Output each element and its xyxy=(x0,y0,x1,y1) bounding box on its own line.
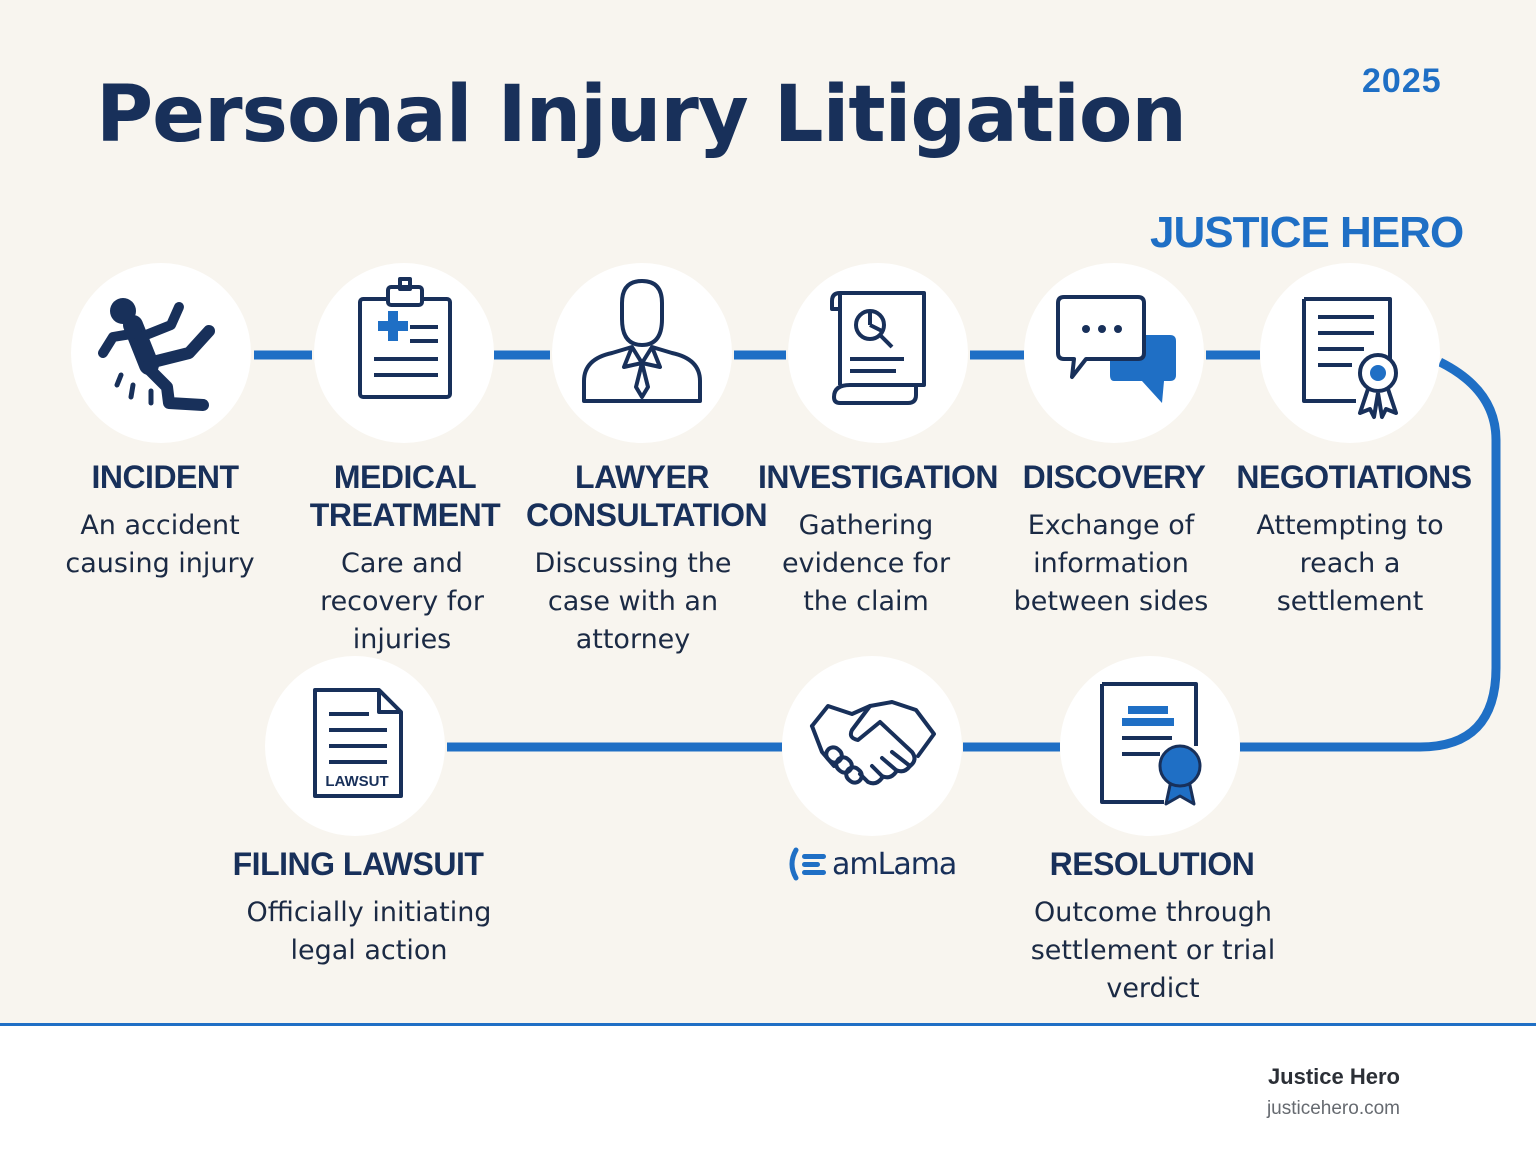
step-desc-resolution: Outcome through settlement or trial verd… xyxy=(1030,897,1276,1004)
lawsuit-icon-label: LAWSUT xyxy=(325,773,388,790)
lawsuit-document-icon: LAWSUT xyxy=(313,688,403,798)
lawyer-icon xyxy=(582,279,702,403)
evidence-document-icon xyxy=(830,291,926,405)
handshake-icon xyxy=(810,700,936,786)
node-filing-lawsuit: LAWSUT xyxy=(265,656,445,836)
resolution-certificate-icon xyxy=(1100,682,1202,806)
node-resolution xyxy=(1060,656,1240,836)
step-title-medical-treatment: MEDICAL TREATMENT xyxy=(309,459,501,533)
page-title: Personal Injury Litigation xyxy=(96,70,1187,160)
falling-person-icon xyxy=(98,298,215,411)
process-track xyxy=(254,350,1501,752)
step-desc-negotiations: Attempting to reach a settlement xyxy=(1256,510,1444,617)
certificate-icon xyxy=(1302,297,1398,419)
step-title-discovery: DISCOVERY xyxy=(1022,459,1206,495)
step-desc-investigation: Gathering evidence for the claim xyxy=(781,510,951,617)
medical-clipboard-icon xyxy=(358,277,452,399)
node-discovery xyxy=(1024,263,1204,443)
node-negotiations xyxy=(1260,263,1440,443)
logo-text: amLama xyxy=(832,846,957,882)
node-lawyer-consultation xyxy=(552,263,732,443)
step-title-investigation: INVESTIGATION xyxy=(758,459,999,495)
infographic-panel xyxy=(0,0,1536,1024)
node-medical-treatment xyxy=(314,263,494,443)
step-title-filing-lawsuit: FILING LAWSUIT xyxy=(232,846,484,882)
step-desc-medical-treatment: Care and recovery for injuries xyxy=(320,548,484,655)
footer-url: justicehero.com xyxy=(1266,1098,1400,1119)
step-title-lawyer-consultation: LAWYER CONSULTATION xyxy=(526,459,768,533)
step-desc-filing-lawsuit: Officially initiating legal action xyxy=(246,897,492,966)
step-desc-discovery: Exchange of information between sides xyxy=(1013,510,1209,617)
node-investigation xyxy=(788,263,968,443)
brand-name: JUSTICE HERO xyxy=(1150,208,1464,257)
node-handshake xyxy=(782,656,962,836)
step-desc-incident: An accident causing injury xyxy=(65,510,255,579)
logo-mark-icon xyxy=(789,847,826,881)
step-desc-lawyer-consultation: Discussing the case with an attorney xyxy=(534,548,732,655)
chat-bubbles-icon xyxy=(1056,295,1176,403)
step-title-negotiations: NEGOTIATIONS xyxy=(1236,459,1472,495)
step-title-resolution: RESOLUTION xyxy=(1049,846,1255,882)
year-label: 2025 xyxy=(1362,62,1442,100)
node-incident xyxy=(71,263,251,443)
footer-divider xyxy=(0,1023,1536,1026)
footer-brand-name: Justice Hero xyxy=(1267,1064,1400,1089)
partner-logo: amLama xyxy=(786,842,957,886)
step-title-incident: INCIDENT xyxy=(91,459,239,495)
